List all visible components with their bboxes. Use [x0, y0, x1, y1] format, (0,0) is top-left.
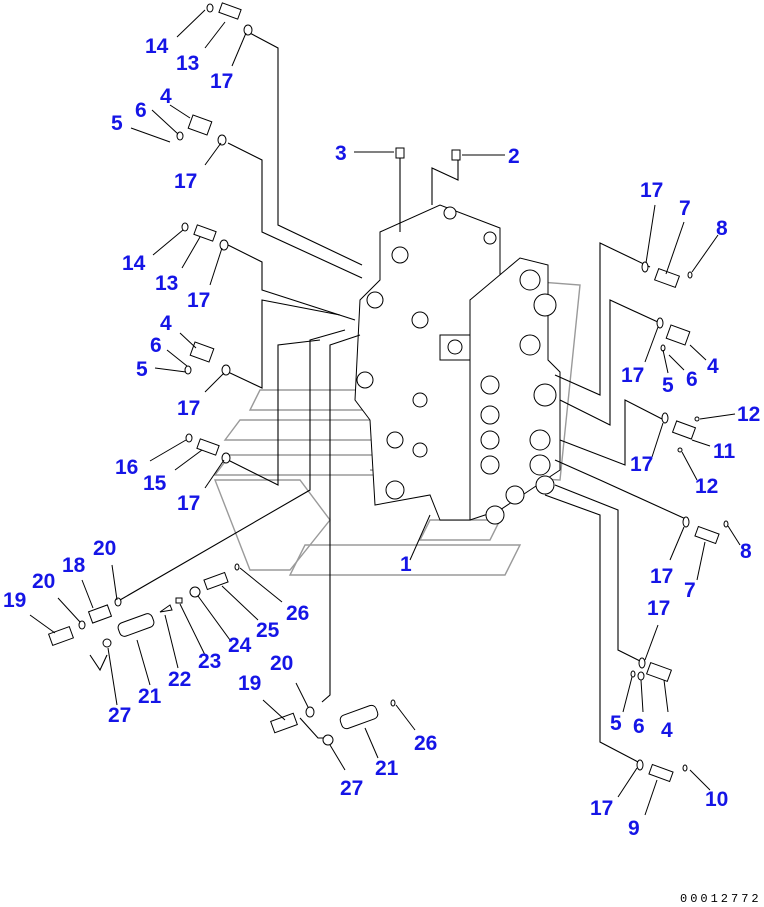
callout-15: 15: [143, 472, 167, 495]
callout-10: 10: [705, 788, 728, 811]
callout-17: 17: [590, 797, 613, 820]
callout-12: 12: [737, 403, 760, 426]
callout-17: 17: [210, 70, 233, 93]
callout-17: 17: [630, 453, 653, 476]
callout-26: 26: [414, 732, 437, 755]
tube-lines: [89, 31, 689, 764]
callout-14: 14: [122, 252, 146, 275]
valve-ports-left: [356, 246, 429, 500]
callout-4: 4: [160, 312, 172, 335]
callout-19: 19: [238, 672, 261, 695]
callout-20: 20: [270, 652, 293, 675]
valve-ports-right: [480, 269, 557, 525]
callout-4: 4: [707, 355, 719, 378]
callout-5: 5: [662, 374, 674, 397]
callout-27: 27: [340, 777, 363, 800]
callout-5: 5: [610, 712, 622, 735]
callout-8: 8: [740, 540, 752, 563]
callout-12: 12: [695, 475, 718, 498]
callout-20: 20: [32, 570, 55, 593]
callout-17: 17: [177, 492, 200, 515]
callout-17: 17: [647, 597, 670, 620]
callout-25: 25: [256, 619, 280, 642]
callout-20: 20: [93, 537, 116, 560]
callout-23: 23: [198, 650, 221, 673]
callout-13: 13: [155, 272, 178, 295]
callout-3: 3: [335, 142, 347, 165]
callout-4: 4: [160, 85, 172, 108]
callout-17: 17: [177, 397, 200, 420]
callout-17: 17: [187, 289, 210, 312]
leader-lines: [29, 9, 741, 816]
callout-9: 9: [628, 817, 640, 840]
fittings: [47, 2, 729, 783]
callout-11: 11: [713, 440, 736, 463]
callout-6: 6: [150, 334, 162, 357]
callout-7: 7: [679, 197, 691, 220]
callout-5: 5: [136, 358, 148, 381]
callout-18: 18: [62, 554, 86, 577]
callout-4: 4: [661, 719, 673, 742]
callout-8: 8: [716, 217, 728, 240]
callout-19: 19: [3, 589, 26, 612]
callout-17: 17: [640, 179, 663, 202]
callout-27: 27: [108, 704, 131, 727]
callout-2: 2: [508, 145, 520, 168]
callout-21: 21: [138, 685, 162, 708]
callout-1: 1: [400, 553, 412, 576]
document-number: 00012772: [680, 892, 762, 906]
callout-22: 22: [168, 668, 191, 691]
callout-7: 7: [684, 579, 696, 602]
callout-17: 17: [174, 170, 197, 193]
callout-6: 6: [135, 99, 147, 122]
callout-21: 21: [375, 757, 399, 780]
callout-6: 6: [633, 715, 645, 738]
callout-labels: 14 13 17 4 6 5 17 3 2 14 13 17 4 6 5 17 …: [3, 35, 760, 840]
callout-5: 5: [111, 112, 123, 135]
control-valve-body: [354, 204, 561, 525]
callout-26: 26: [286, 602, 309, 625]
callout-14: 14: [145, 35, 169, 58]
callout-16: 16: [115, 456, 138, 479]
callout-17: 17: [621, 364, 644, 387]
callout-17: 17: [650, 565, 673, 588]
callout-6: 6: [686, 368, 698, 391]
callout-13: 13: [176, 52, 199, 75]
callout-24: 24: [228, 634, 252, 657]
